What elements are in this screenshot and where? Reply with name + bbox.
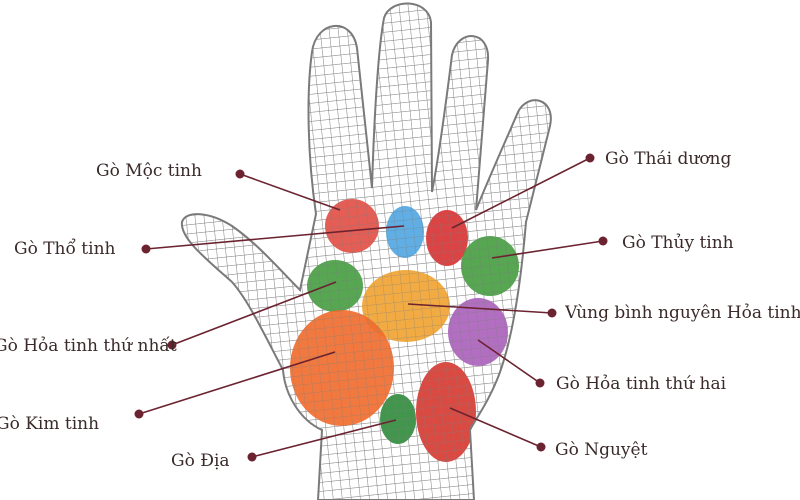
label-thuy-tinh: Gò Thủy tinh — [622, 233, 734, 253]
leader-lines — [134, 153, 608, 462]
leader-kim — [138, 351, 336, 415]
label-dia: Gò Địa — [171, 451, 230, 471]
label-kim-tinh: Gò Kim tinh — [0, 414, 100, 434]
leader-thuy — [491, 240, 604, 259]
label-moc-tinh: Gò Mộc tinh — [96, 161, 202, 181]
label-nguyet: Gò Nguyệt — [555, 440, 648, 460]
label-tho-tinh: Gò Thổ tinh — [14, 239, 116, 259]
leader-hoa1 — [171, 281, 337, 346]
hand-illustration — [180, 2, 552, 500]
label-hoa-tinh-thu-hai: Gò Hỏa tinh thứ hai — [556, 374, 727, 394]
leader-vung — [407, 303, 553, 314]
leader-thaiduong — [451, 157, 591, 229]
label-hoa-tinh-thu-nhat: Gò Hỏa tinh thứ nhất — [0, 336, 177, 356]
leader-tho — [145, 225, 405, 250]
leader-hoa2 — [477, 339, 541, 384]
label-thai-duong: Gò Thái dương — [605, 149, 732, 169]
leader-moc — [239, 173, 341, 211]
leader-nguyet — [449, 407, 542, 448]
label-vung-binh-nguyen-hoa-tinh: Vùng bình nguyên Hỏa tinh — [565, 303, 800, 323]
leader-dia — [251, 419, 397, 458]
